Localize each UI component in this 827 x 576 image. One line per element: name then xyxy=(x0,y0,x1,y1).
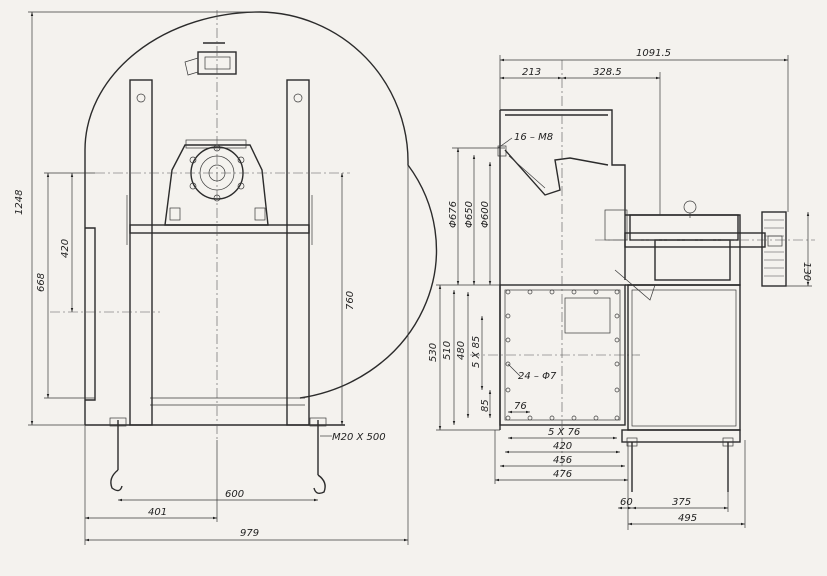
stand-post-left xyxy=(129,79,153,426)
inlet-cone xyxy=(504,149,609,196)
housing-box xyxy=(499,284,626,426)
dim-1091-5: 1091.5 xyxy=(636,48,671,59)
dim-213: 213 xyxy=(522,67,541,78)
bearing-housing xyxy=(629,214,739,241)
motor-frame xyxy=(625,214,741,286)
dim-668: 668 xyxy=(36,273,47,292)
volute-casing xyxy=(84,11,438,425)
dim-130: 130 xyxy=(801,262,812,281)
bearing-pedestal xyxy=(164,144,269,226)
holes-16-m8: 16 – M8 xyxy=(514,132,553,143)
dim-1248: 1248 xyxy=(14,190,25,215)
dim-phi600: Φ600 xyxy=(480,201,491,228)
dim-phi650: Φ650 xyxy=(464,201,475,228)
support-foot xyxy=(621,429,741,443)
dim-495: 495 xyxy=(678,513,697,524)
foundation-bolt-left xyxy=(109,417,127,492)
holes-24-phi7: 24 – Φ7 xyxy=(518,371,557,382)
dim-530: 530 xyxy=(428,343,439,362)
dim-510: 510 xyxy=(442,341,453,360)
dim-phi676: Φ676 xyxy=(448,201,459,228)
flange-holes xyxy=(505,289,620,421)
dim-401: 401 xyxy=(148,507,167,518)
dim-5x76: 5 X 76 xyxy=(548,427,580,438)
dim-85: 85 xyxy=(480,399,491,412)
foundation-bolt-right xyxy=(309,417,327,495)
dim-480: 480 xyxy=(456,341,467,360)
dim-420-side: 420 xyxy=(553,441,572,452)
dim-5x85: 5 X 85 xyxy=(471,336,482,368)
side-view: 1091.5 213 328.5 16 – M8 Φ676 Φ650 Φ600 … xyxy=(428,48,815,530)
inlet-duct xyxy=(499,109,626,430)
dim-375: 375 xyxy=(672,497,691,508)
dim-328-5: 328.5 xyxy=(593,67,622,78)
outlet-flange xyxy=(85,227,96,401)
dim-600: 600 xyxy=(225,489,244,500)
dim-76: 76 xyxy=(514,401,527,412)
dim-476: 476 xyxy=(553,469,572,480)
pulley xyxy=(761,211,787,287)
dim-420: 420 xyxy=(60,239,71,258)
cross-beam xyxy=(129,224,310,234)
dim-456: 456 xyxy=(553,455,572,466)
dim-979: 979 xyxy=(240,528,259,539)
dim-760: 760 xyxy=(345,291,356,310)
dim-60: 60 xyxy=(620,497,633,508)
stand-post-right xyxy=(286,79,310,426)
front-view: 1248 668 420 760 M20 X 500 600 401 979 xyxy=(14,10,438,545)
bolt-spec: M20 X 500 xyxy=(332,432,386,443)
